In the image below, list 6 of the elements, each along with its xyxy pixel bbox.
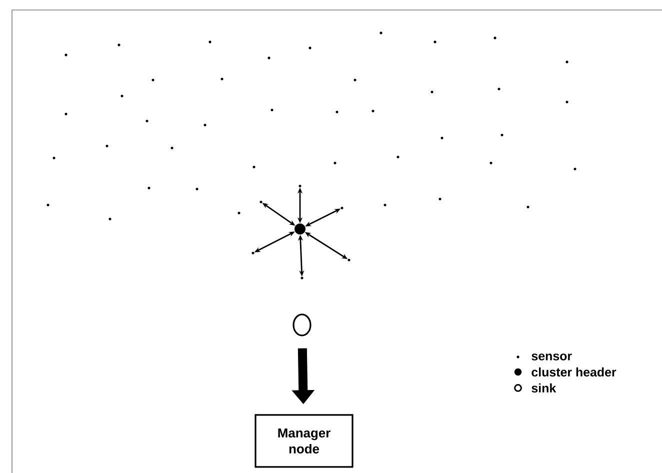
sink-circle [292,314,312,336]
legend-label: cluster header [532,367,616,377]
legend-label: sink [532,383,556,393]
legend-label: sensor [532,354,572,360]
manager-box: Manager node [254,414,354,468]
cluster-header-dot [294,223,306,234]
